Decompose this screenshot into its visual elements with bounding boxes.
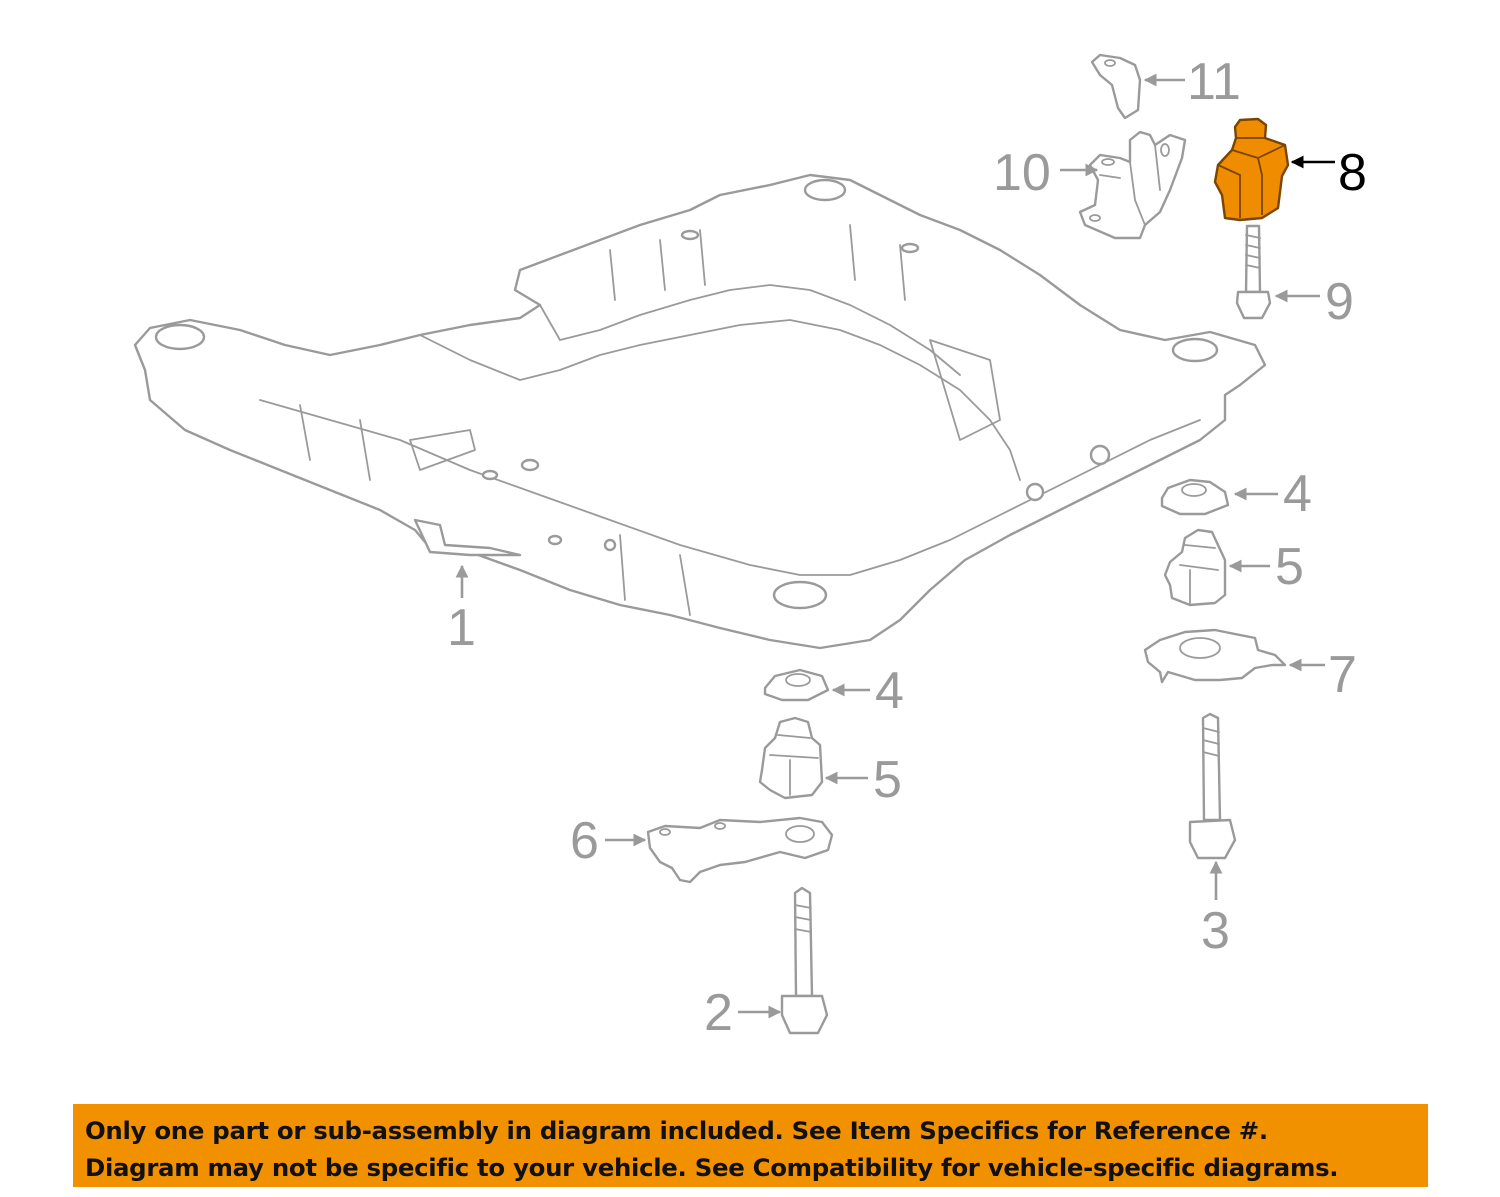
- bushing-part-5-lower: [758, 716, 824, 800]
- bolt-part-2: [780, 886, 829, 1035]
- callout-number: 1: [447, 599, 476, 657]
- mount-part-8-highlighted: [1213, 117, 1290, 222]
- disclaimer-line-1: Only one part or sub-assembly in diagram…: [85, 1116, 1268, 1145]
- bolt-part-9: [1235, 224, 1272, 320]
- bracket-part-10: [1078, 130, 1187, 240]
- callout-3: 3: [1201, 860, 1230, 960]
- callout-number: 6: [570, 812, 599, 870]
- callout-8: 8: [1290, 144, 1367, 202]
- callout-5-upper: 5: [1228, 538, 1304, 596]
- callout-9: 9: [1274, 273, 1354, 331]
- callout-5-lower: 5: [824, 751, 902, 809]
- callout-number: 8: [1338, 144, 1367, 202]
- washer-part-4-lower: [763, 668, 830, 702]
- callout-10: 10: [993, 144, 1099, 202]
- callout-number: 3: [1201, 902, 1230, 960]
- callout-number: 10: [993, 144, 1051, 202]
- callout-number: 4: [875, 662, 904, 720]
- callout-number: 7: [1328, 646, 1357, 704]
- callout-7: 7: [1288, 646, 1357, 704]
- callout-number: 5: [1275, 538, 1304, 596]
- bolt-part-3: [1188, 712, 1237, 860]
- bracket-part-6: [646, 816, 834, 884]
- callout-number: 11: [1187, 53, 1241, 111]
- callout-number: 2: [704, 984, 733, 1042]
- parts-diagram: 1 2 3 4 4 5 5 6 7 8 9 10: [133, 53, 1367, 1042]
- bracket-part-11: [1090, 53, 1142, 120]
- callout-6: 6: [570, 812, 647, 870]
- callout-number: 9: [1325, 273, 1354, 331]
- callout-11: 11: [1143, 53, 1241, 111]
- callout-number: 4: [1283, 465, 1312, 523]
- washer-part-4-upper: [1160, 478, 1230, 516]
- plate-part-7: [1143, 628, 1287, 684]
- disclaimer-line-2: Diagram may not be specific to your vehi…: [85, 1153, 1339, 1182]
- callout-4-upper: 4: [1233, 465, 1312, 523]
- callout-number: 5: [873, 751, 902, 809]
- callout-2: 2: [704, 984, 782, 1042]
- bushing-part-5-upper: [1163, 528, 1227, 607]
- disclaimer-banner: Only one part or sub-assembly in diagram…: [73, 1104, 1428, 1187]
- subframe-part: [133, 173, 1267, 650]
- callout-4-lower: 4: [831, 662, 904, 720]
- callout-1: 1: [447, 564, 476, 657]
